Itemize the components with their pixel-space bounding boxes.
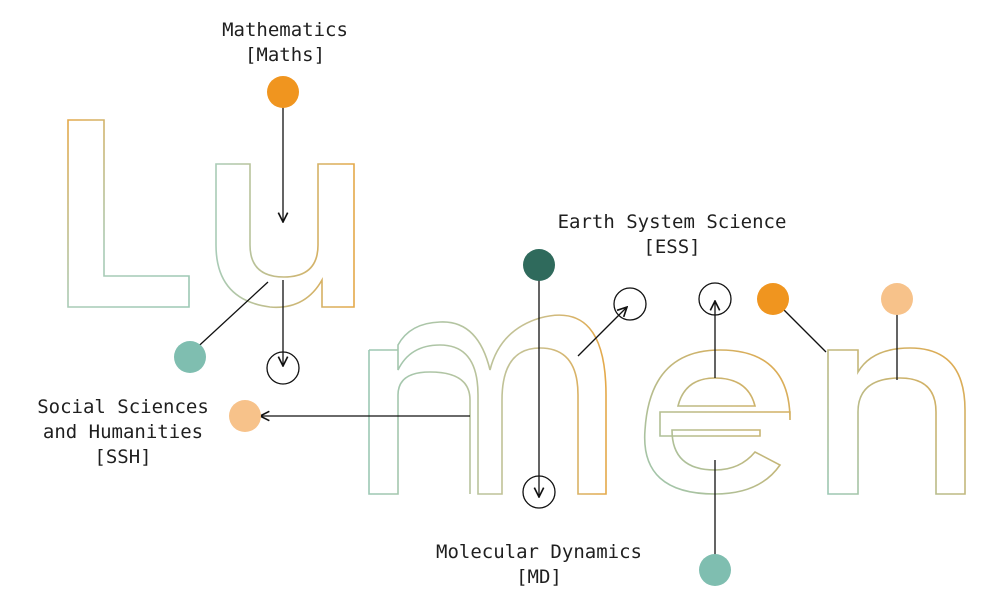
node-ring-u — [266, 351, 300, 385]
node-ring-e — [698, 282, 732, 316]
letter-l-outline — [67, 119, 190, 308]
node-ring-md — [522, 475, 556, 509]
label-maths-abbr: [Maths] — [245, 44, 325, 66]
node-orange-n — [757, 283, 789, 315]
letter-m-outline — [368, 314, 607, 495]
node-ess-dark-green — [523, 249, 555, 281]
label-ess-title: Earth System Science — [558, 211, 787, 233]
node-teal-ssh — [174, 341, 206, 373]
arrow-u-to-teal — [190, 281, 269, 354]
node-ssh-light-orange — [229, 400, 261, 432]
node-teal-e — [699, 554, 731, 586]
node-ring-m — [613, 287, 647, 321]
node-maths-orange — [267, 76, 299, 108]
arrow-m-to-ring — [577, 307, 627, 357]
label-ssh-abbr: [SSH] — [94, 446, 151, 468]
arrow-n-to-orange — [776, 302, 827, 353]
label-ssh-line2: and Humanities — [43, 421, 203, 443]
node-light-orange-n — [881, 283, 913, 315]
label-md-abbr: [MD] — [516, 566, 562, 588]
label-ess-abbr: [ESS] — [643, 236, 700, 258]
letter-n-outline — [827, 347, 966, 495]
label-ssh-line1: Social Sciences — [37, 396, 209, 418]
label-md-title: Molecular Dynamics — [436, 541, 642, 563]
letter-e-outline — [643, 349, 791, 495]
label-maths-title: Mathematics — [222, 19, 348, 41]
letter-u-outline — [215, 163, 355, 309]
